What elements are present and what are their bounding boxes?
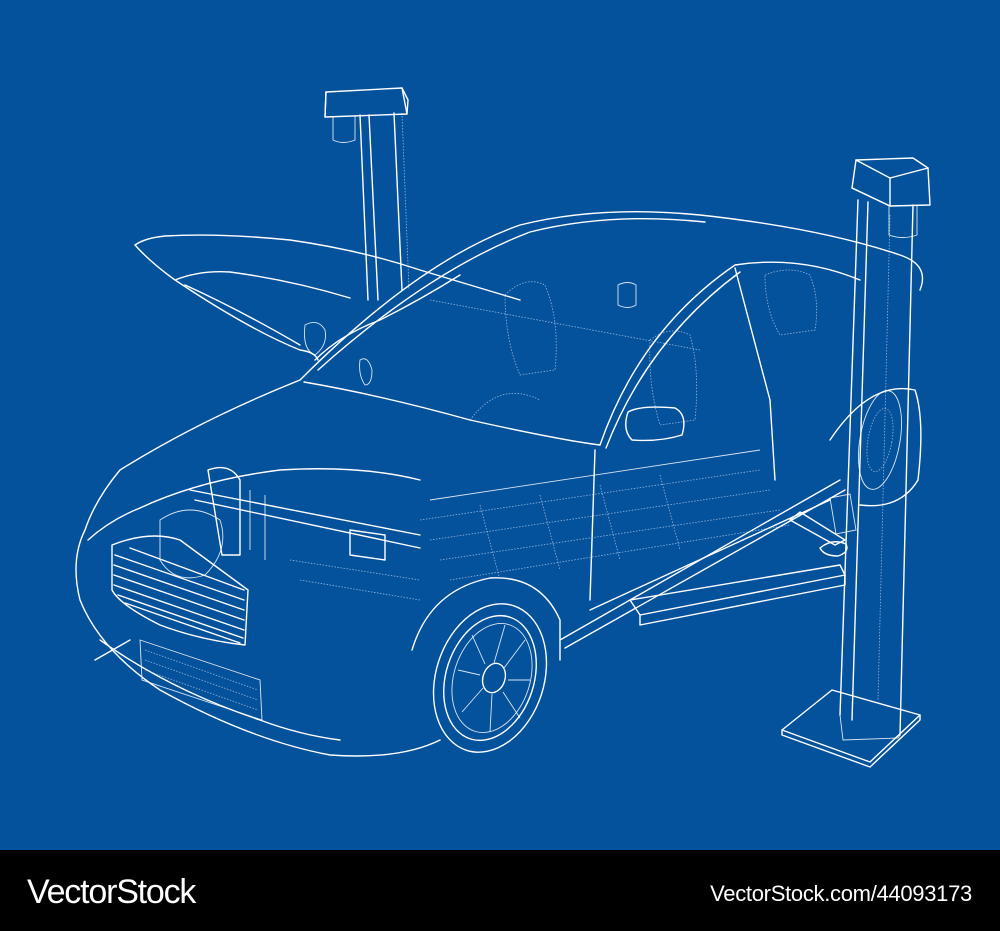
watermark-bar: VectorStock VectorStock.com/44093173 [0, 850, 1000, 931]
open-hood [134, 234, 521, 386]
car-on-lift-wireframe [75, 87, 931, 768]
right-lift-post [781, 157, 931, 768]
brand-logo: VectorStock [27, 873, 196, 911]
blueprint-illustration [0, 0, 1000, 850]
engine-bay [159, 466, 421, 601]
rear-wheel [858, 390, 902, 490]
chassis-floor [419, 449, 791, 581]
radiator [139, 639, 263, 721]
front-wheel [432, 603, 548, 753]
image-id-link: VectorStock.com/44093173 [710, 881, 972, 906]
interior-seats [429, 269, 818, 426]
lift-arms [559, 479, 857, 649]
front-grille [111, 535, 249, 646]
car-body [75, 210, 924, 757]
left-lift-post [324, 87, 410, 301]
